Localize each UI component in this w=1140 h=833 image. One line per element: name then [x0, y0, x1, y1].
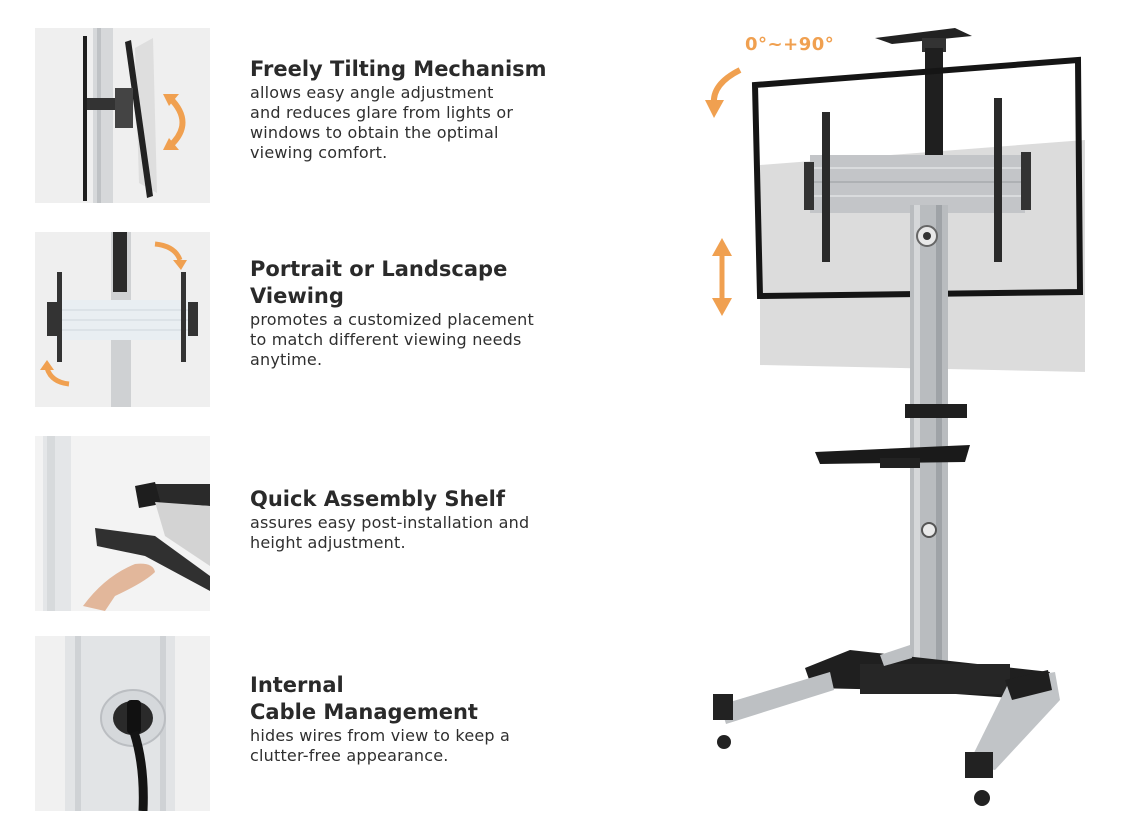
- thumb-quick-assembly-shelf: [35, 436, 210, 611]
- feature-description: assures easy post-installation and heigh…: [250, 513, 610, 553]
- feature-quick-assembly-shelf: Quick Assembly Shelf assures easy post-i…: [250, 486, 610, 553]
- description-line: windows to obtain the optimal: [250, 123, 499, 142]
- feature-title-line1: Internal: [250, 673, 344, 697]
- description-line: viewing comfort.: [250, 143, 388, 162]
- feature-description: allows easy angle adjustment and reduces…: [250, 83, 610, 163]
- feature-description: hides wires from view to keep a clutter-…: [250, 726, 610, 766]
- curved-arrow-icon: [167, 95, 186, 149]
- curved-arrow-icon: [705, 67, 742, 118]
- feature-cable-management: Internal Cable Management hides wires fr…: [250, 672, 610, 766]
- feature-portrait-landscape: Portrait or Landscape Viewing promotes a…: [250, 256, 610, 370]
- description-line: to match different viewing needs: [250, 330, 522, 349]
- description-line: anytime.: [250, 350, 323, 369]
- description-line: promotes a customized placement: [250, 310, 534, 329]
- feature-title: Quick Assembly Shelf: [250, 486, 610, 513]
- description-line: height adjustment.: [250, 533, 406, 552]
- feature-description: promotes a customized placement to match…: [250, 310, 610, 370]
- tilt-angle-label: 0°~+90°: [745, 34, 835, 55]
- feature-freely-tilting: Freely Tilting Mechanism allows easy ang…: [250, 56, 610, 163]
- feature-title-line1: Freely Tilting Mechanism: [250, 57, 547, 81]
- thumb-tilting-mechanism: [35, 28, 210, 203]
- feature-title-line2: Cable Management: [250, 700, 478, 724]
- description-line: allows easy angle adjustment: [250, 83, 494, 102]
- feature-title: Portrait or Landscape Viewing: [250, 256, 610, 310]
- thumb-portrait-landscape: [35, 232, 210, 407]
- description-line: and reduces glare from lights or: [250, 103, 514, 122]
- feature-title: Internal Cable Management: [250, 672, 610, 726]
- feature-title-line1: Portrait or Landscape: [250, 257, 508, 281]
- description-line: assures easy post-installation and: [250, 513, 530, 532]
- feature-title: Freely Tilting Mechanism: [250, 56, 610, 83]
- feature-title-line1: Quick Assembly Shelf: [250, 487, 505, 511]
- tv-stand-illustration: [705, 28, 1085, 806]
- thumb-cable-management: [35, 636, 210, 811]
- description-line: clutter-free appearance.: [250, 746, 449, 765]
- feature-title-line2: Viewing: [250, 284, 344, 308]
- description-line: hides wires from view to keep a: [250, 726, 511, 745]
- vertical-double-arrow-icon: [712, 238, 732, 316]
- rotate-arrow-icon: [154, 241, 183, 261]
